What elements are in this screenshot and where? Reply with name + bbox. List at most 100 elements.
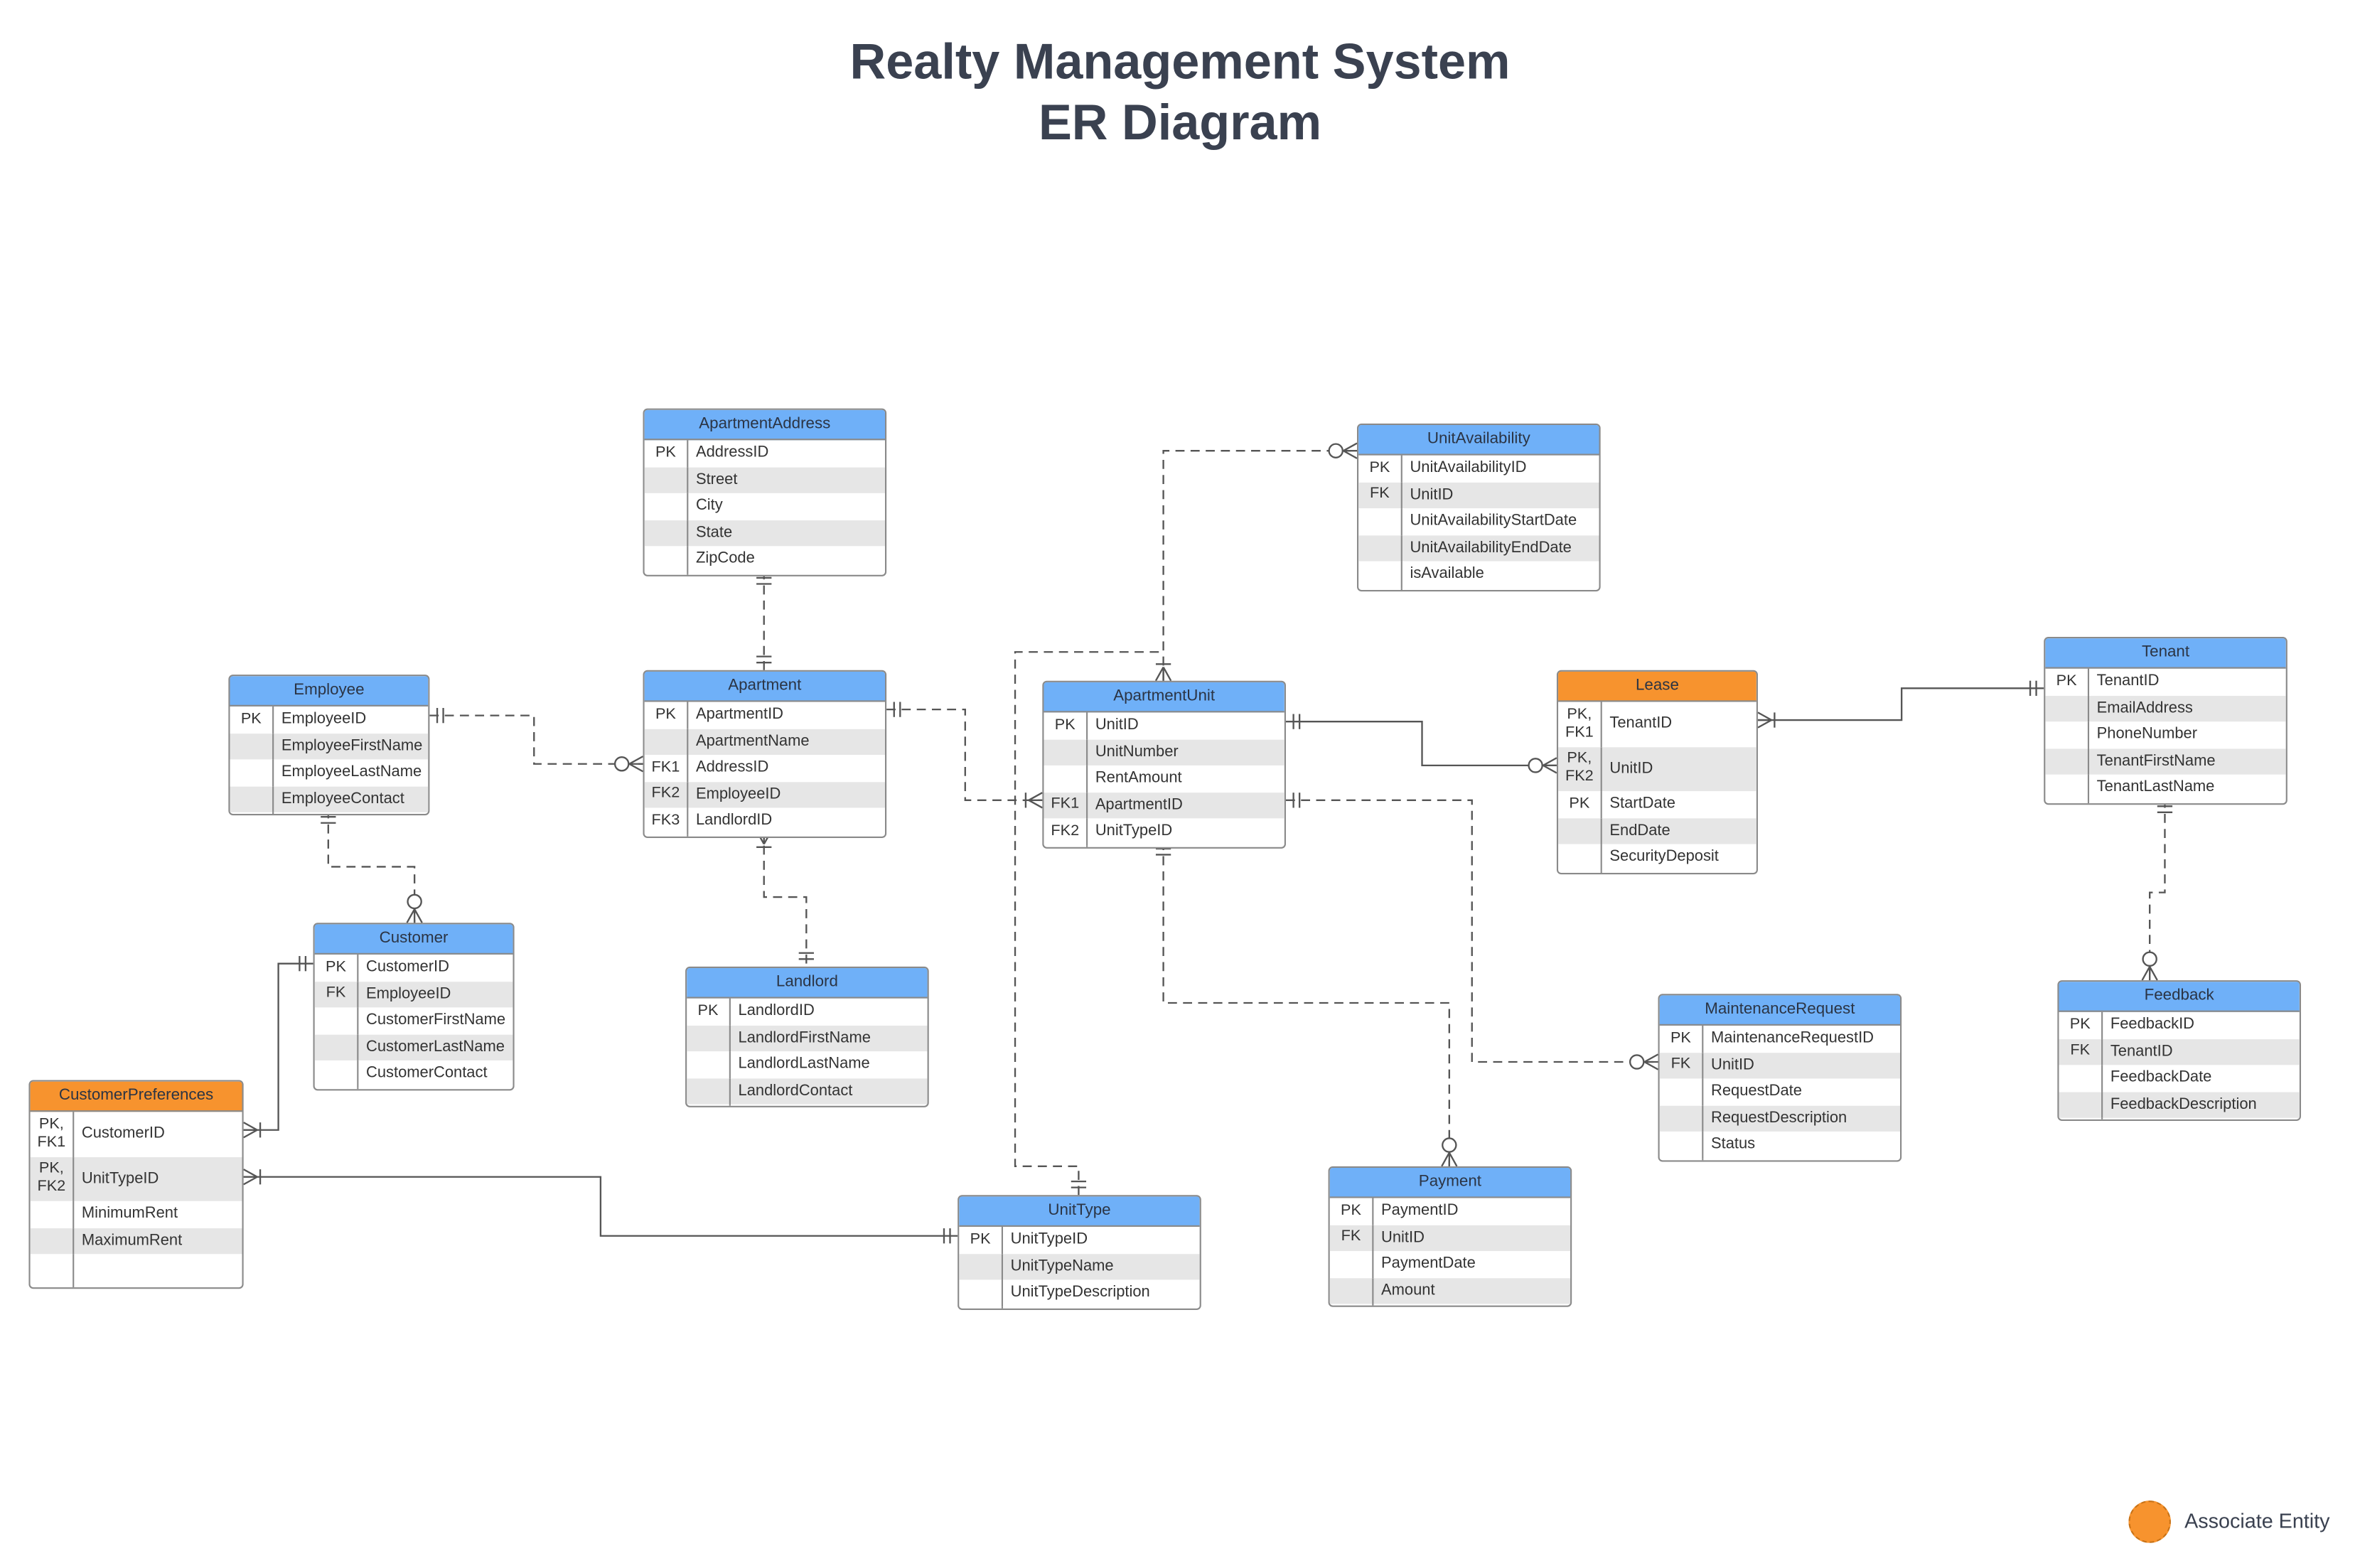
attribute-cell: PaymentDate — [1381, 1255, 1476, 1273]
entity-row: ZipCode — [645, 546, 885, 573]
diagram-subtitle: ER Diagram — [1038, 93, 1322, 150]
key-cell: PK — [315, 954, 359, 982]
key-cell — [959, 1253, 1003, 1280]
attribute-cell: EmployeeID — [366, 986, 451, 1003]
crows-foot — [406, 908, 423, 923]
attribute-cell: PaymentID — [1381, 1203, 1459, 1220]
entity-row: CustomerFirstName — [315, 1007, 513, 1034]
relationship-line — [1285, 720, 1557, 767]
key-cell — [1330, 1304, 1374, 1306]
entity-row: TenantFirstName — [2045, 748, 2286, 775]
key-cell — [2059, 1091, 2103, 1118]
key-cell: FK — [315, 981, 359, 1008]
key-cell — [315, 1087, 359, 1089]
entity-row: isAvailable — [1358, 561, 1599, 588]
key-cell — [31, 1228, 75, 1255]
key-cell: PK — [959, 1226, 1003, 1254]
entity-padding — [315, 1087, 513, 1089]
entity-title: Landlord — [687, 968, 928, 999]
key-cell: PK, FK2 — [1558, 746, 1602, 792]
entity-row: LandlordLastName — [687, 1051, 927, 1078]
entity-row: MinimumRent — [31, 1201, 242, 1228]
entity-row: PhoneNumber — [2045, 721, 2285, 748]
attribute-cell: AddressID — [695, 759, 769, 777]
key-cell — [645, 834, 689, 836]
attribute-cell: UnitNumber — [1095, 743, 1179, 761]
relationship-line — [886, 708, 1043, 801]
key-cell — [1558, 817, 1602, 844]
entity-padding — [2045, 800, 2285, 803]
attribute-cell: UnitTypeID — [1010, 1231, 1088, 1249]
crows-foot — [1154, 666, 1172, 682]
associate-entity-legend-label: Associate Entity — [2184, 1509, 2330, 1532]
entity-padding — [31, 1254, 242, 1288]
crows-foot — [1343, 442, 1358, 459]
attribute-cell: CustomerFirstName — [366, 1012, 506, 1029]
entity-padding — [1330, 1304, 1570, 1306]
entity-padding — [687, 1104, 927, 1106]
key-cell: FK — [2059, 1038, 2103, 1065]
entity-padding — [230, 812, 428, 814]
relationship-line — [763, 830, 808, 967]
key-cell — [1358, 535, 1402, 562]
key-cell — [230, 733, 274, 760]
associate-entity-legend-swatch — [2128, 1500, 2171, 1543]
attribute-cell: MaintenanceRequestID — [1710, 1030, 1874, 1048]
key-cell: PK — [1330, 1198, 1374, 1225]
key-cell: FK1 — [1044, 792, 1088, 819]
attribute-cell: MaximumRent — [81, 1232, 183, 1250]
key-cell: FK — [1358, 481, 1402, 509]
key-cell — [1660, 1158, 1704, 1160]
attribute-cell: FeedbackDescription — [2110, 1096, 2257, 1113]
key-cell: PK — [1044, 712, 1088, 739]
key-cell — [315, 1033, 359, 1060]
relationship-line — [1757, 687, 2044, 721]
entity-title: Customer — [314, 924, 513, 955]
attribute-cell: EmployeeID — [281, 711, 367, 729]
entity-padding — [1358, 587, 1599, 589]
attribute-cell: LandlordFirstName — [738, 1029, 871, 1047]
attribute-cell: UnitID — [1609, 760, 1653, 778]
entity-row: UnitAvailabilityEndDate — [1358, 535, 1599, 562]
crows-foot — [1028, 792, 1043, 809]
key-cell: FK — [1330, 1224, 1374, 1252]
entity-row: EmployeeContact — [230, 785, 429, 812]
entity-title: Employee — [230, 676, 429, 707]
attribute-cell: EmployeeID — [695, 786, 781, 803]
entity-padding — [1558, 870, 1756, 872]
key-cell: PK — [2059, 1011, 2103, 1039]
key-cell: FK2 — [1044, 818, 1088, 845]
key-cell — [645, 520, 689, 547]
key-cell — [315, 1060, 359, 1088]
key-cell — [687, 1024, 731, 1052]
key-cell: PK — [230, 706, 274, 734]
entity-row: EmployeeFirstName — [230, 733, 429, 760]
entity-row: PK UnitTypeID — [959, 1226, 1199, 1254]
key-cell — [1330, 1251, 1374, 1278]
entity-row: Amount — [1329, 1277, 1571, 1304]
attribute-cell: FeedbackID — [2110, 1016, 2195, 1034]
entity-title: UnitAvailability — [1358, 425, 1599, 456]
key-cell — [2059, 1117, 2103, 1119]
relationship-line — [243, 962, 313, 1131]
